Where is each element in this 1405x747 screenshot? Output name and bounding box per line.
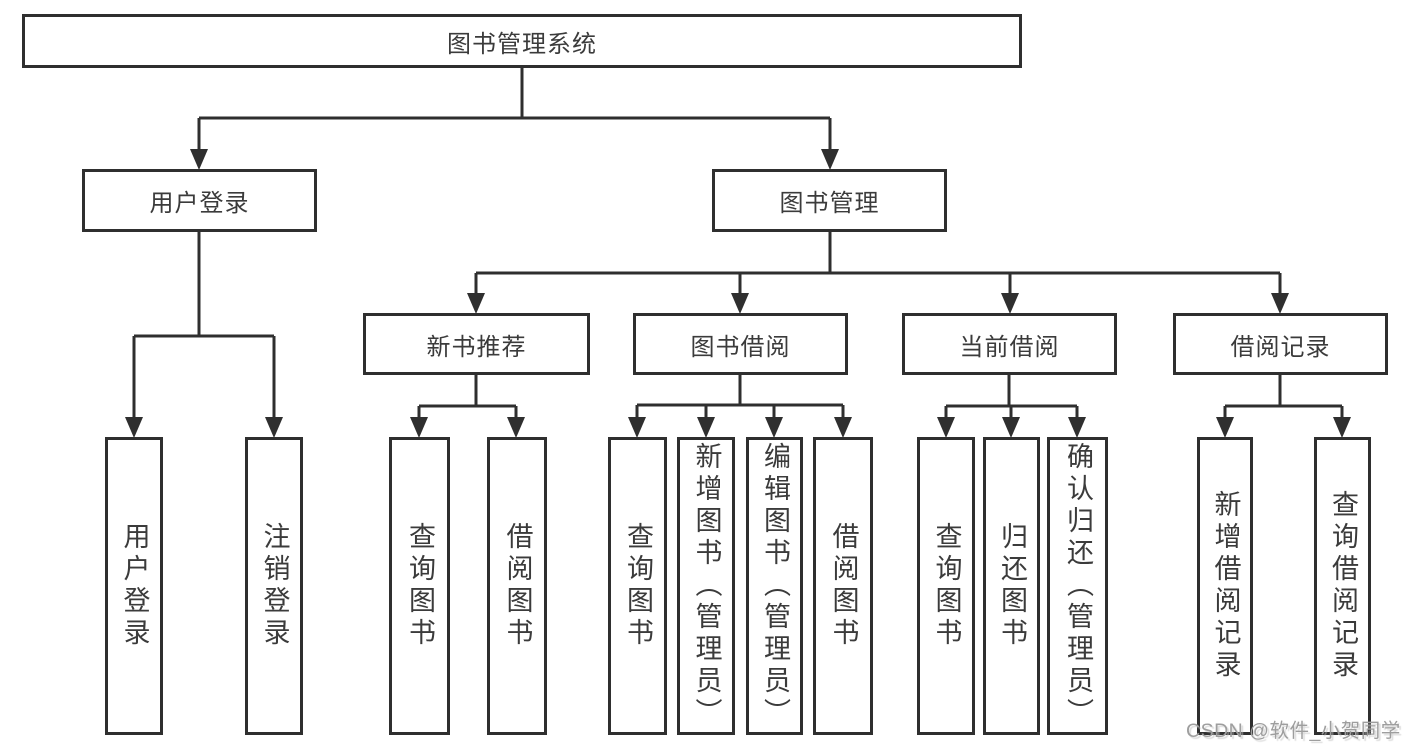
leaf-logout: 注销登录 — [245, 437, 303, 735]
leaf-edit-books-admin-label: 编辑图书（管理员） — [760, 442, 790, 730]
leaf-user-login-label: 用户登录 — [119, 522, 150, 650]
leaf-add-books-admin: 新增图书（管理员） — [677, 437, 735, 735]
leaf-borrow-books-1: 借阅图书 — [487, 437, 547, 735]
leaf-query-books-2: 查询图书 — [608, 437, 667, 735]
leaf-query-books-1-label: 查询图书 — [405, 522, 435, 650]
leaf-confirm-return-admin-label: 确认归还（管理员） — [1063, 442, 1093, 730]
node-user-login: 用户登录 — [82, 169, 317, 232]
leaf-confirm-return-admin: 确认归还（管理员） — [1047, 437, 1108, 735]
node-book-borrowing: 图书借阅 — [633, 313, 848, 375]
leaf-query-borrow-record-label: 查询借阅记录 — [1328, 490, 1358, 682]
leaf-query-books-3-label: 查询图书 — [931, 522, 962, 650]
watermark: CSDN @软件_小贺同学 — [1186, 720, 1401, 742]
leaf-add-borrow-record: 新增借阅记录 — [1197, 437, 1253, 735]
leaf-query-borrow-record: 查询借阅记录 — [1314, 437, 1371, 735]
leaf-edit-books-admin: 编辑图书（管理员） — [746, 437, 803, 735]
leaf-logout-label: 注销登录 — [259, 522, 290, 650]
leaf-borrow-books-2-label: 借阅图书 — [828, 522, 859, 650]
leaf-query-books-2-label: 查询图书 — [623, 522, 653, 650]
leaf-borrow-books-2: 借阅图书 — [813, 437, 873, 735]
leaf-add-books-admin-label: 新增图书（管理员） — [691, 442, 722, 730]
leaf-borrow-books-1-label: 借阅图书 — [502, 522, 533, 650]
node-borrowing-records: 借阅记录 — [1173, 313, 1388, 375]
node-book-management: 图书管理 — [712, 169, 947, 232]
leaf-query-books-3: 查询图书 — [917, 437, 975, 735]
node-new-book-recommendation: 新书推荐 — [363, 313, 590, 375]
node-library-system: 图书管理系统 — [22, 14, 1022, 68]
leaf-return-books-label: 归还图书 — [997, 522, 1027, 650]
leaf-add-borrow-record-label: 新增借阅记录 — [1210, 490, 1241, 682]
node-current-borrowing: 当前借阅 — [902, 313, 1117, 375]
leaf-user-login: 用户登录 — [105, 437, 163, 735]
leaf-return-books: 归还图书 — [983, 437, 1040, 735]
leaf-query-books-1: 查询图书 — [389, 437, 450, 735]
